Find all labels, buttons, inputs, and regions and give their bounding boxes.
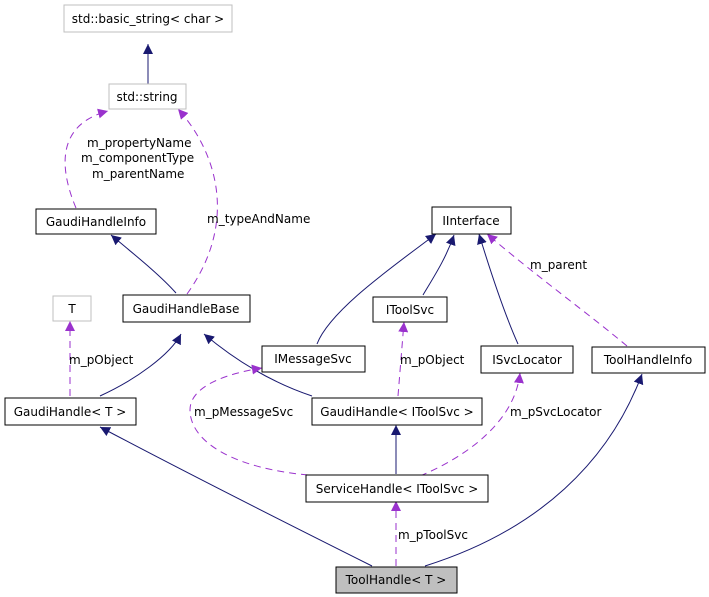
edge-handleinfo-to-string — [64, 108, 109, 209]
edge-toolhandleinfo-to-iinterface — [486, 233, 628, 347]
node-label: ServiceHandle< IToolSvc > — [316, 482, 479, 496]
node-servicehandle-itoolsvc[interactable]: ServiceHandle< IToolSvc > — [305, 474, 489, 503]
inheritance-edges — [99, 44, 644, 567]
node-label: ToolHandleInfo — [603, 353, 692, 367]
edge-servicehandle-to-isvclocator — [419, 372, 524, 477]
node-label: std::basic_string< char > — [72, 12, 225, 26]
node-label: GaudiHandle< T > — [14, 405, 127, 419]
label-parent-name: m_parentName — [92, 167, 184, 181]
node-label: ToolHandle< T > — [345, 573, 447, 587]
edge-labels: m_propertyName m_componentType m_parentN… — [69, 136, 601, 542]
edge-servicehandle-to-imessagesvc — [189, 364, 321, 477]
label-property-name: m_propertyName — [87, 136, 191, 150]
label-parent: m_parent — [530, 258, 587, 272]
label-component-type: m_componentType — [81, 151, 194, 165]
node-iinterface[interactable]: IInterface — [431, 206, 512, 235]
label-p-svc-locator: m_pSvcLocator — [510, 405, 601, 419]
node-gaudihandle-itoolsvc[interactable]: GaudiHandle< IToolSvc > — [311, 397, 483, 426]
node-imessagesvc[interactable]: IMessageSvc — [261, 345, 366, 373]
edge-itoolsvc-to-iinterface — [422, 234, 456, 296]
label-p-object-t: m_pObject — [69, 353, 134, 367]
label-p-object-svc: m_pObject — [400, 353, 465, 367]
node-basic-string[interactable]: std::basic_string< char > — [63, 4, 233, 33]
node-label: IMessageSvc — [274, 352, 351, 366]
node-toolhandleinfo[interactable]: ToolHandleInfo — [591, 346, 706, 374]
node-label: IToolSvc — [386, 303, 434, 317]
node-gaudi-handle-base[interactable]: GaudiHandleBase — [122, 294, 251, 323]
edge-toolhandle-to-gaudihandle-t — [99, 426, 373, 567]
node-label: GaudiHandleInfo — [46, 215, 146, 229]
node-label: std::string — [116, 90, 177, 104]
node-label: IInterface — [442, 214, 499, 228]
edge-gaudihandle-t-to-base — [99, 333, 182, 397]
label-type-and-name: m_typeAndName — [207, 212, 310, 226]
node-label: T — [67, 302, 76, 316]
edge-base-to-handleinfo — [110, 234, 177, 294]
node-gaudi-handle-info[interactable]: GaudiHandleInfo — [35, 208, 157, 235]
edge-gaudihandle-svc-to-itoolsvc — [397, 321, 409, 397]
edge-imessagesvc-to-iinterface — [316, 233, 437, 345]
label-p-tool-svc: m_pToolSvc — [398, 528, 468, 542]
node-label: GaudiHandleBase — [133, 302, 240, 316]
node-std-string[interactable]: std::string — [108, 83, 187, 110]
node-label: ISvcLocator — [492, 353, 562, 367]
node-isvclocator[interactable]: ISvcLocator — [480, 345, 574, 374]
edge-isvclocator-to-iinterface — [477, 233, 519, 345]
node-toolhandle-t[interactable]: ToolHandle< T > — [335, 566, 458, 594]
edge-base-to-string — [177, 108, 218, 295]
node-t[interactable]: T — [52, 295, 92, 322]
node-gaudihandle-t[interactable]: GaudiHandle< T > — [4, 397, 137, 426]
node-label: GaudiHandle< IToolSvc > — [320, 405, 473, 419]
label-p-message-svc: m_pMessageSvc — [194, 405, 293, 419]
node-itoolsvc[interactable]: IToolSvc — [372, 296, 448, 323]
usage-edges — [64, 108, 628, 566]
edge-toolhandle-to-toolhandleinfo — [424, 373, 644, 567]
